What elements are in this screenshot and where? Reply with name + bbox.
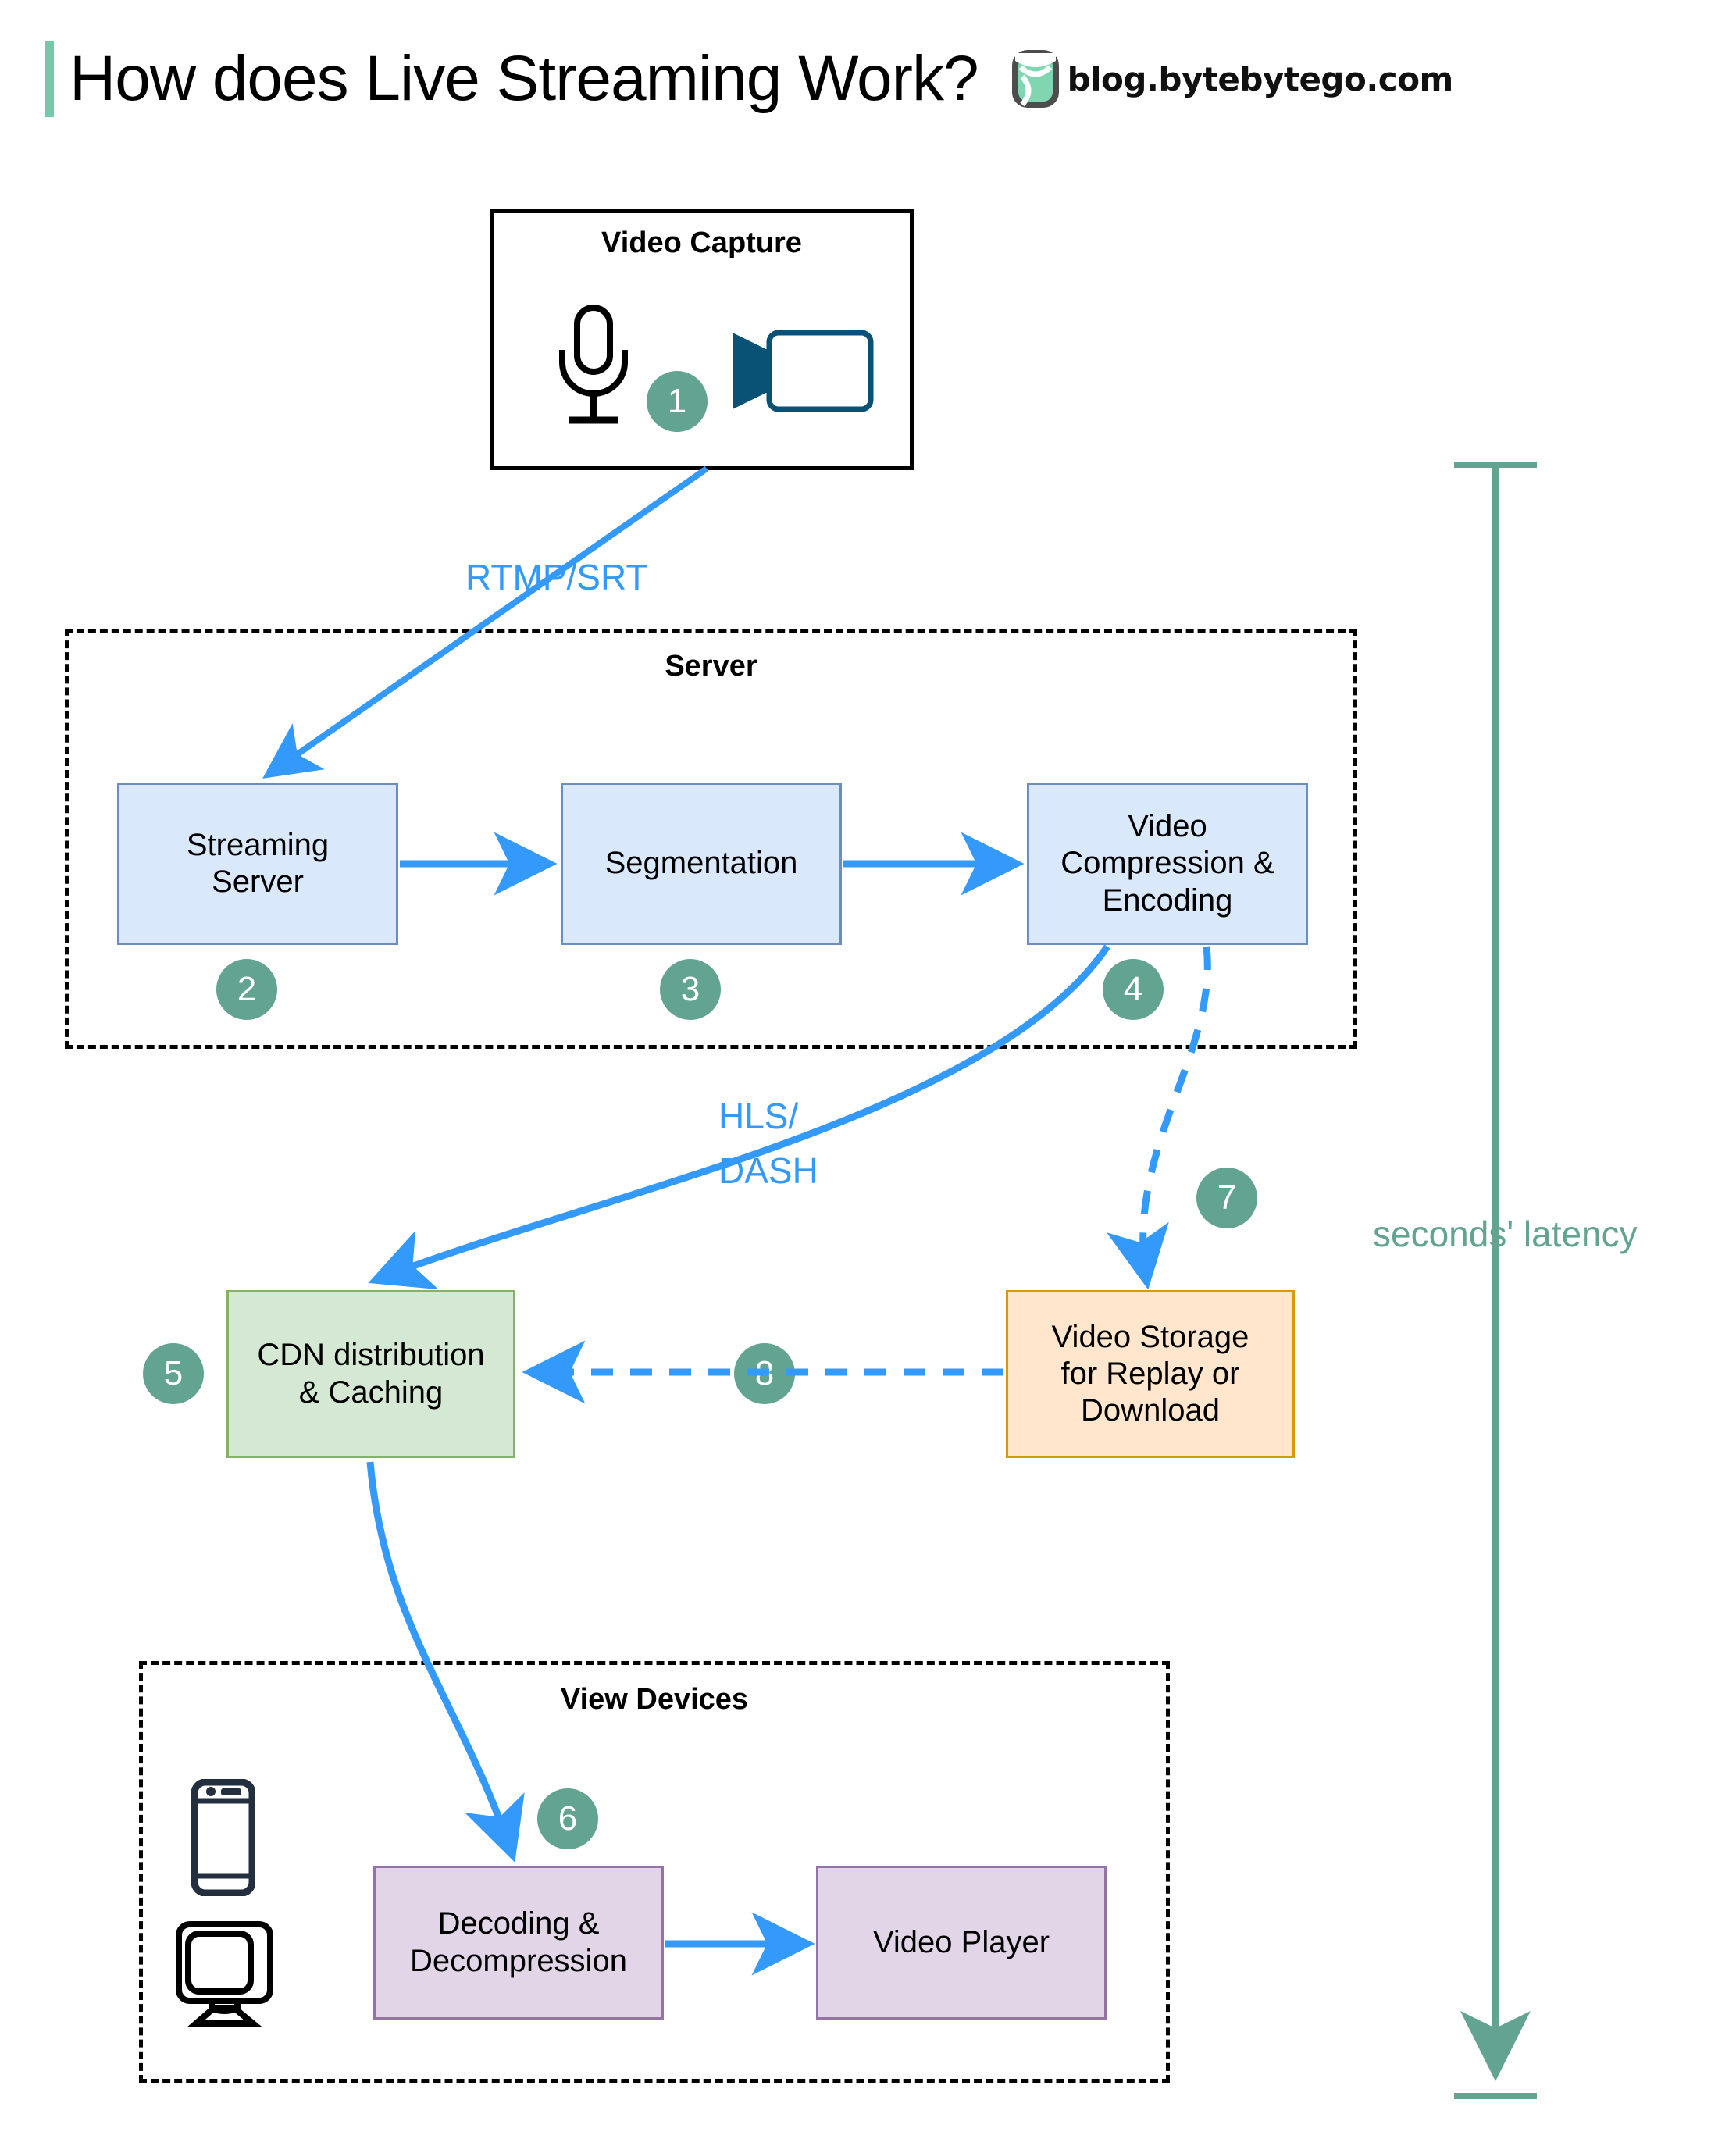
brand-block: blog.bytebytego.com	[1011, 50, 1453, 108]
group-title-view-devices: View Devices	[560, 1683, 749, 1716]
node-label-line: Download	[1081, 1393, 1220, 1428]
brand-url: blog.bytebytego.com	[1067, 59, 1454, 98]
node-video-player[interactable]: Video Player	[816, 1866, 1107, 2020]
node-label-line: for Replay or	[1060, 1356, 1240, 1391]
node-label-line: Video Player	[872, 1924, 1050, 1959]
node-label-line: Decompression	[410, 1943, 627, 1978]
node-label-line: CDN distribution	[257, 1338, 485, 1373]
edge-label-rtmp-srt: RTMP/SRT	[465, 557, 648, 597]
step-badge-3: 3	[660, 959, 721, 1020]
mobile-phone-icon	[191, 1779, 255, 1896]
step-badge-2: 2	[216, 959, 277, 1020]
node-label-line: Segmentation	[604, 846, 798, 881]
edge-label-hls-dash-line2: DASH	[718, 1150, 818, 1191]
node-label-line: Server	[212, 865, 304, 899]
video-camera-icon	[733, 330, 874, 412]
node-video-compression-encoding[interactable]: Video Compression & Encoding	[1027, 783, 1308, 945]
group-view-devices	[139, 1661, 1170, 2083]
desktop-monitor-icon	[176, 1921, 273, 2027]
step-badge-4: 4	[1103, 959, 1164, 1020]
latency-indicator	[1454, 462, 1537, 2099]
node-label-line: Video Storage	[1051, 1319, 1249, 1354]
node-video-storage[interactable]: Video Storage for Replay or Download	[1006, 1290, 1295, 1458]
edge-label-hls-dash-line1: HLS/	[718, 1096, 799, 1136]
node-label-line: Decoding &	[437, 1906, 600, 1941]
step-badge-5: 5	[143, 1343, 204, 1404]
node-decoding-decompression[interactable]: Decoding & Decompression	[373, 1866, 664, 2020]
step-badge-8: 8	[734, 1343, 795, 1404]
step-badge-7: 7	[1196, 1168, 1257, 1228]
title-accent-bar	[45, 41, 54, 117]
node-label-line: Streaming	[186, 827, 330, 862]
node-label-line: Video	[1128, 809, 1207, 844]
annotation-seconds-latency: seconds' latency	[1373, 1214, 1638, 1254]
bytebytego-logo-icon	[1011, 50, 1059, 108]
node-label-line: & Caching	[298, 1374, 444, 1410]
group-title-server: Server	[665, 650, 757, 683]
group-title-video-capture: Video Capture	[601, 226, 802, 259]
page-header: How does Live Streaming Work? blog.byteb…	[45, 41, 1453, 117]
step-badge-1: 1	[647, 371, 708, 432]
node-label-line: Encoding	[1102, 882, 1233, 918]
node-streaming-server[interactable]: Streaming Server	[117, 783, 398, 945]
step-badge-6: 6	[537, 1788, 598, 1849]
page-title: How does Live Streaming Work?	[70, 43, 979, 114]
node-cdn-distribution-caching[interactable]: CDN distribution & Caching	[226, 1290, 515, 1458]
node-label-line: Compression &	[1060, 846, 1274, 881]
node-segmentation[interactable]: Segmentation	[561, 783, 842, 945]
microphone-icon	[559, 305, 628, 424]
